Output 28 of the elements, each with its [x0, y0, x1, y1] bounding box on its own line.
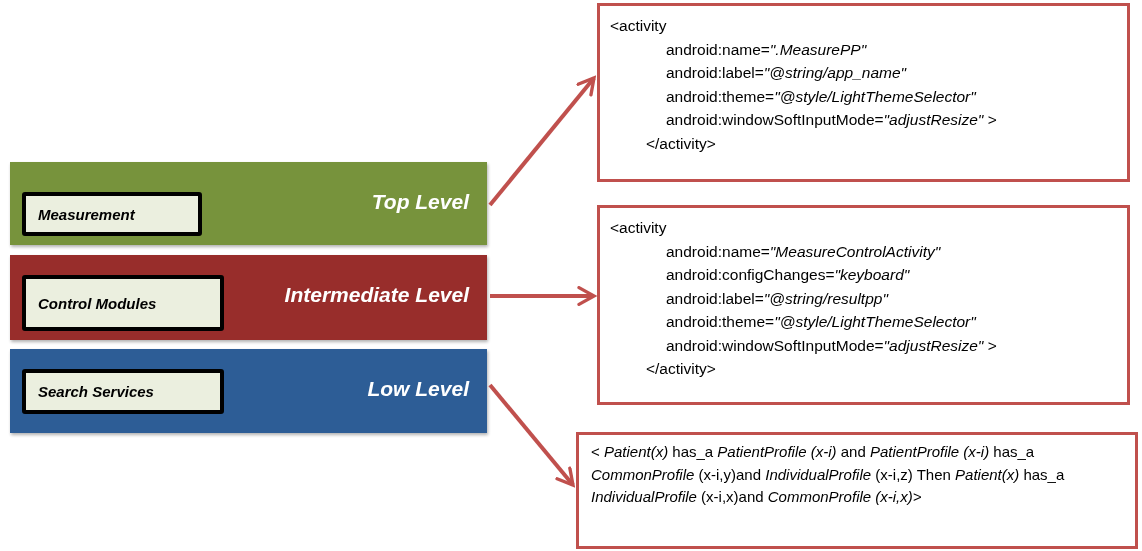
code-line: </activity>: [645, 359, 716, 379]
code-line: android:configChanges="keyboard": [665, 265, 910, 285]
intermediate-level-band: [10, 255, 487, 340]
level-title: Low Level: [367, 377, 469, 401]
module-box: Control Modules: [22, 275, 224, 331]
module-box: Measurement: [22, 192, 202, 236]
code-box: [597, 3, 1130, 182]
code-line: android:name=".MeasurePP": [665, 39, 867, 60]
level-title: Intermediate Level: [284, 283, 469, 307]
code-line: android:theme="@style/LightThemeSelector": [665, 86, 976, 107]
code-box: [597, 205, 1130, 405]
arrow: [490, 286, 596, 306]
code-line: android:label="@string/resultpp": [665, 288, 888, 309]
arrow: [488, 76, 596, 207]
code-line: </activity>: [645, 133, 716, 154]
top-level-band: [10, 162, 487, 245]
code-line: android:windowSoftInputMode="adjustResize" >: [665, 110, 997, 130]
low-level-band: [10, 349, 487, 433]
level-title: Top Level: [371, 190, 469, 214]
code-line: <activity: [610, 218, 667, 238]
code-line: android:label="@string/app_name": [665, 63, 907, 83]
code-line: android:name="MeasureControlActivity": [665, 241, 941, 262]
rule-text-box: < Patient(x) has_a PatientProfile (x-i) and PatientProfile (x-i) has_a CommonProfile (x-i,y)and IndividualProfile (x-i,z) Then Patient(x) has_a IndividualProfile (x-i,x)and CommonProfile (x-i,x)>: [576, 432, 1138, 549]
arrow: [488, 383, 575, 487]
code-line: android:windowSoftInputMode="adjustResize" >: [665, 335, 997, 356]
code-line: android:theme="@style/LightThemeSelector": [665, 312, 976, 332]
module-box: Search Services: [22, 369, 224, 414]
code-line: <activity: [610, 16, 667, 36]
